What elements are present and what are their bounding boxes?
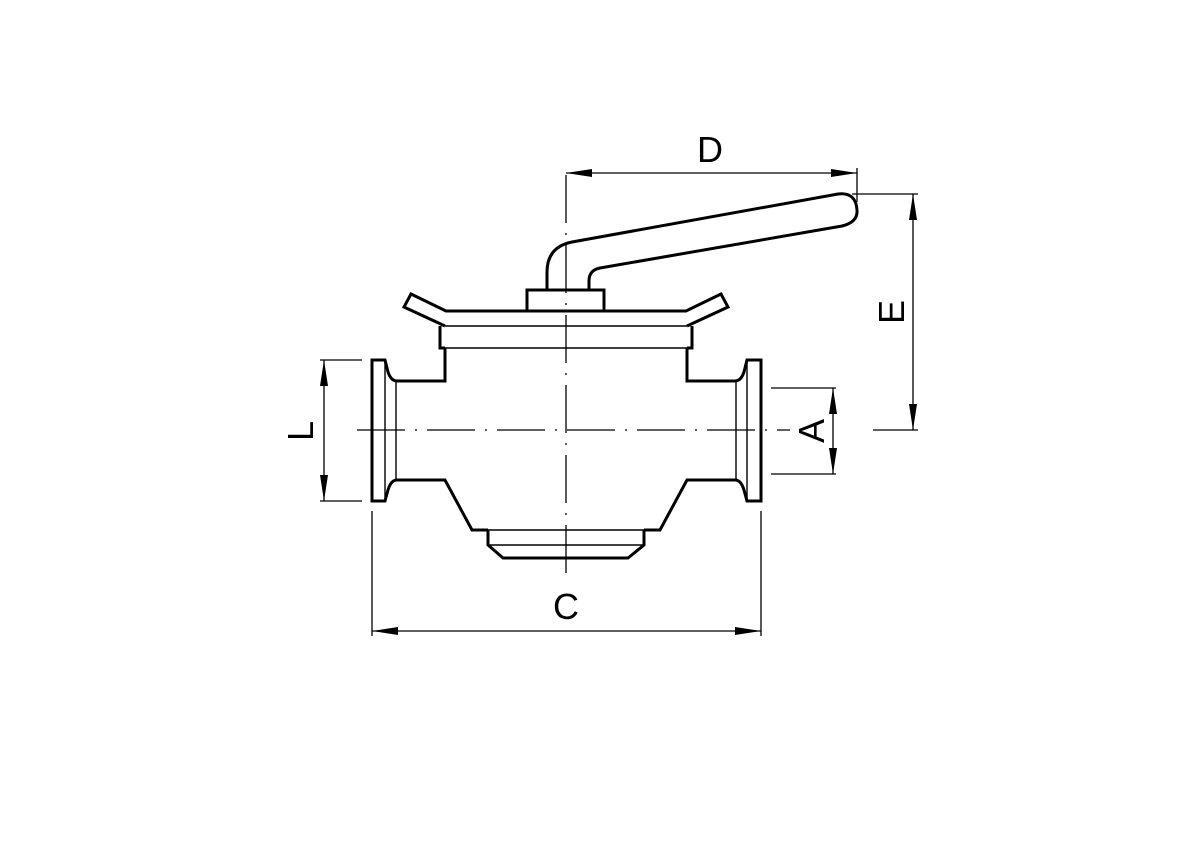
bottom-cap: [486, 529, 646, 560]
valve-body: [370, 348, 763, 532]
e-arrow-top-icon: [909, 194, 917, 220]
body-upper-outline: [370, 348, 488, 532]
dimension-d: D: [566, 129, 858, 202]
a-arrow-top-icon: [829, 388, 837, 414]
d-arrow-left-icon: [566, 169, 592, 177]
top-cover: [401, 292, 731, 350]
l-arrow-bottom-icon: [320, 475, 328, 501]
c-label: C: [553, 586, 579, 627]
dimension-e: E: [852, 193, 918, 430]
bottom-cap-outline: [486, 530, 646, 560]
e-arrow-bottom-icon: [909, 404, 917, 430]
dimension-c: C: [371, 511, 762, 636]
l-label: L: [280, 421, 321, 441]
handle-outline: [545, 192, 859, 291]
a-arrow-bottom-icon: [829, 448, 837, 474]
stem-block: [525, 288, 606, 311]
centerlines: [357, 175, 918, 578]
d-label: D: [697, 129, 723, 170]
stem-block-outline: [525, 288, 606, 311]
body-upper-outline-right: [644, 348, 763, 532]
a-label: A: [791, 419, 832, 443]
cover-top-outline: [401, 292, 731, 328]
c-arrow-left-icon: [372, 627, 398, 635]
d-arrow-right-icon: [831, 169, 857, 177]
lever-handle: [545, 192, 859, 291]
dimension-a: A: [771, 387, 837, 475]
c-arrow-right-icon: [735, 627, 761, 635]
dimension-l: L: [280, 359, 362, 502]
e-label: E: [871, 300, 912, 324]
l-arrow-top-icon: [320, 360, 328, 386]
